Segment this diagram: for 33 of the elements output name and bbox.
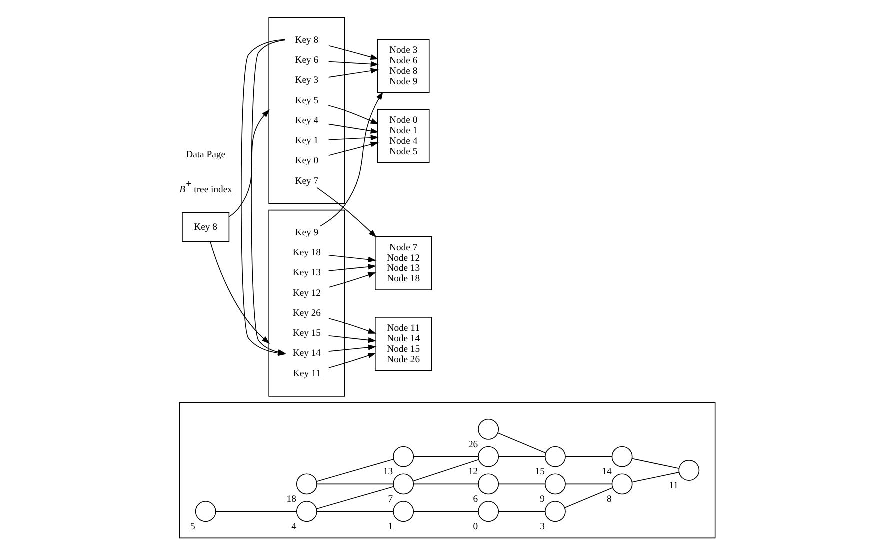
node-text: Key 0 <box>294 156 318 167</box>
node-text: Key 3 <box>294 75 318 86</box>
node-label: 13 <box>382 466 393 478</box>
node-label: 12 <box>468 466 478 478</box>
node-label: 4 <box>291 521 296 532</box>
node-label: 18 <box>286 494 296 506</box>
node-text: Key 12 <box>292 288 321 299</box>
node-text: Key 7 <box>294 176 318 187</box>
node-text: Key 26 <box>292 308 321 319</box>
node-label: 7 <box>388 494 393 506</box>
node-label: 11 <box>668 480 678 492</box>
node-label: 1 <box>388 521 393 532</box>
node-text: Key 5 <box>294 95 318 106</box>
node-text: Key 6 <box>294 55 318 66</box>
node-text: Key 1 <box>294 136 318 147</box>
node-label: 15 <box>534 466 544 478</box>
node-label: 9 <box>540 494 544 506</box>
node-label: 6 <box>472 494 478 506</box>
label: Data Page <box>186 149 226 160</box>
node-text: Key 13 <box>292 268 321 279</box>
node-label: 8 <box>606 494 612 506</box>
node-text: Key 15 <box>292 328 321 340</box>
node-label: 3 <box>540 521 544 532</box>
node-label: 14 <box>602 466 612 478</box>
node-text: Key 14 <box>292 348 321 360</box>
node-text: Key 18 <box>292 248 321 259</box>
node-text: Key 11 <box>292 368 320 380</box>
node-label: 0 <box>472 521 478 532</box>
node-label: 26 <box>468 439 478 450</box>
node-text: Key 9 <box>294 227 318 238</box>
node-label: 5 <box>190 521 195 532</box>
node-text: Key 8 <box>294 34 318 46</box>
node-text: Key 4 <box>294 115 318 126</box>
